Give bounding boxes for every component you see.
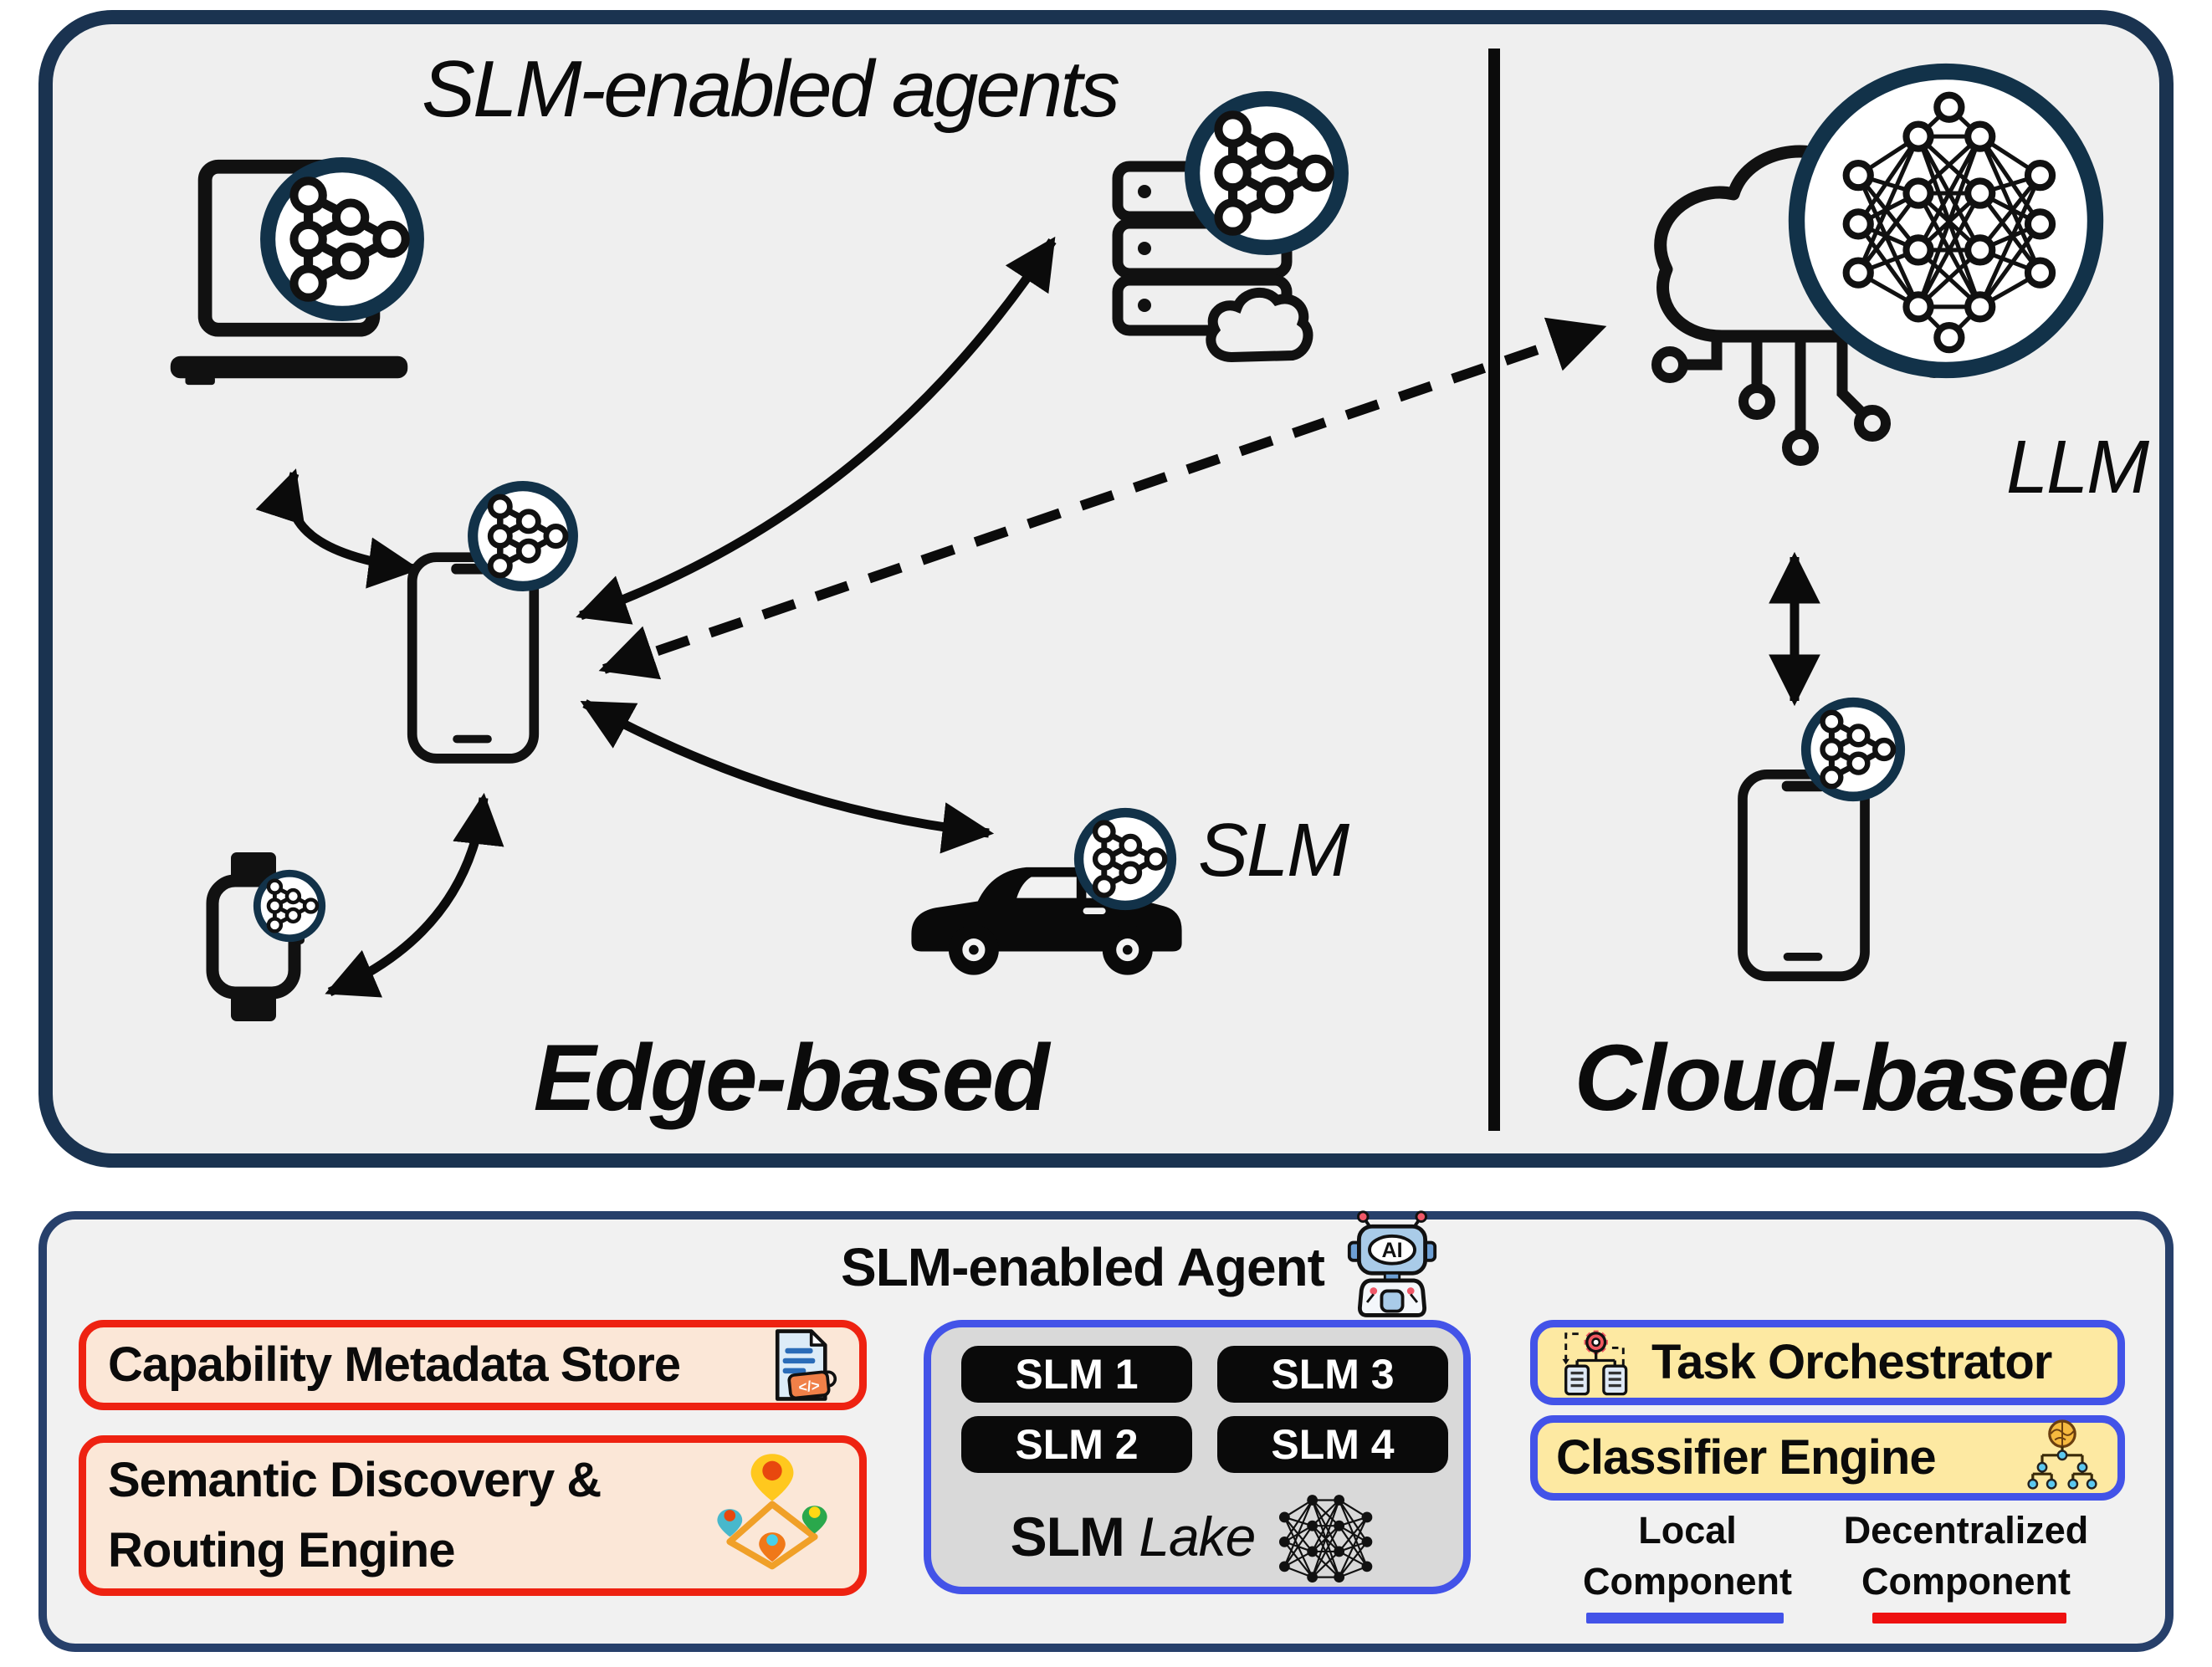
capability-metadata-store-label: Capability Metadata Store [108, 1337, 681, 1392]
top-panel-title: SLM-enabled agents [422, 44, 1120, 134]
legend-local-underline [1586, 1613, 1784, 1624]
watch-slm-badge-icon [253, 869, 326, 943]
slm-lake-caption: SLM Lake [931, 1483, 1463, 1590]
legend-decentralized-underline [1872, 1613, 2066, 1624]
classifier-engine-label: Classifier Engine [1556, 1429, 1937, 1485]
llm-label: LLM [2006, 426, 2149, 509]
workflow-gear-icon [1556, 1324, 1633, 1401]
classifier-engine-box: Classifier Engine [1530, 1415, 2125, 1501]
slm-lake-network-icon [1267, 1483, 1384, 1590]
car-slm-badge-icon [1073, 806, 1178, 912]
slm-lake-box: SLM 1 SLM 3 SLM 2 SLM 4 SLM Lake [924, 1320, 1471, 1594]
legend-local-line1: Local [1638, 1509, 1737, 1552]
slm-label: SLM [1198, 809, 1349, 892]
task-orchestrator-box: Task Orchestrator [1530, 1320, 2125, 1405]
semantic-discovery-label-line1: Semantic Discovery & [108, 1452, 602, 1507]
map-pins-icon [707, 1450, 837, 1581]
robot-ai-text: AI [1381, 1239, 1402, 1262]
capability-metadata-store-box: Capability Metadata Store </> [79, 1320, 867, 1410]
slm-1-pill: SLM 1 [961, 1346, 1192, 1403]
code-tag-text: </> [797, 1377, 820, 1396]
slm-2-pill: SLM 2 [961, 1416, 1192, 1473]
brain-tree-icon [2025, 1418, 2099, 1498]
slm-4-pill: SLM 4 [1217, 1416, 1448, 1473]
cloud-phone-slm-badge-icon [1800, 696, 1907, 803]
agent-panel-header: SLM-enabled Agent AI [841, 1209, 1445, 1326]
legend-local-component: Local Component [1566, 1506, 1809, 1608]
server-slm-badge-icon [1182, 89, 1351, 258]
phone-slm-badge-icon [466, 479, 580, 593]
edge-zone-label: Edge-based [533, 1025, 1050, 1130]
slm-3-pill: SLM 3 [1217, 1346, 1448, 1403]
cloud-smartphone-icon [1733, 768, 1874, 984]
legend-local-line2: Component [1583, 1559, 1792, 1603]
legend-decentralized-component: Decentralized Component [1824, 1506, 2108, 1608]
semantic-discovery-box: Semantic Discovery & Routing Engine [79, 1435, 867, 1596]
cloud-zone-label: Cloud-based [1574, 1025, 2125, 1130]
legend-decentralized-line2: Component [1861, 1559, 2071, 1603]
document-icon: </> [760, 1327, 837, 1404]
task-orchestrator-label: Task Orchestrator [1651, 1334, 2052, 1389]
legend-decentralized-line1: Decentralized [1843, 1509, 2089, 1552]
laptop-slm-badge-icon [258, 155, 427, 324]
robot-icon: AI [1339, 1209, 1445, 1326]
semantic-discovery-label-line2: Routing Engine [108, 1523, 456, 1578]
llm-network-badge-icon [1784, 59, 2108, 383]
agent-panel-title: SLM-enabled Agent [841, 1237, 1325, 1297]
slm-lake-label-prefix: SLM [1010, 1506, 1125, 1567]
slm-lake-label-italic: Lake [1139, 1506, 1256, 1567]
